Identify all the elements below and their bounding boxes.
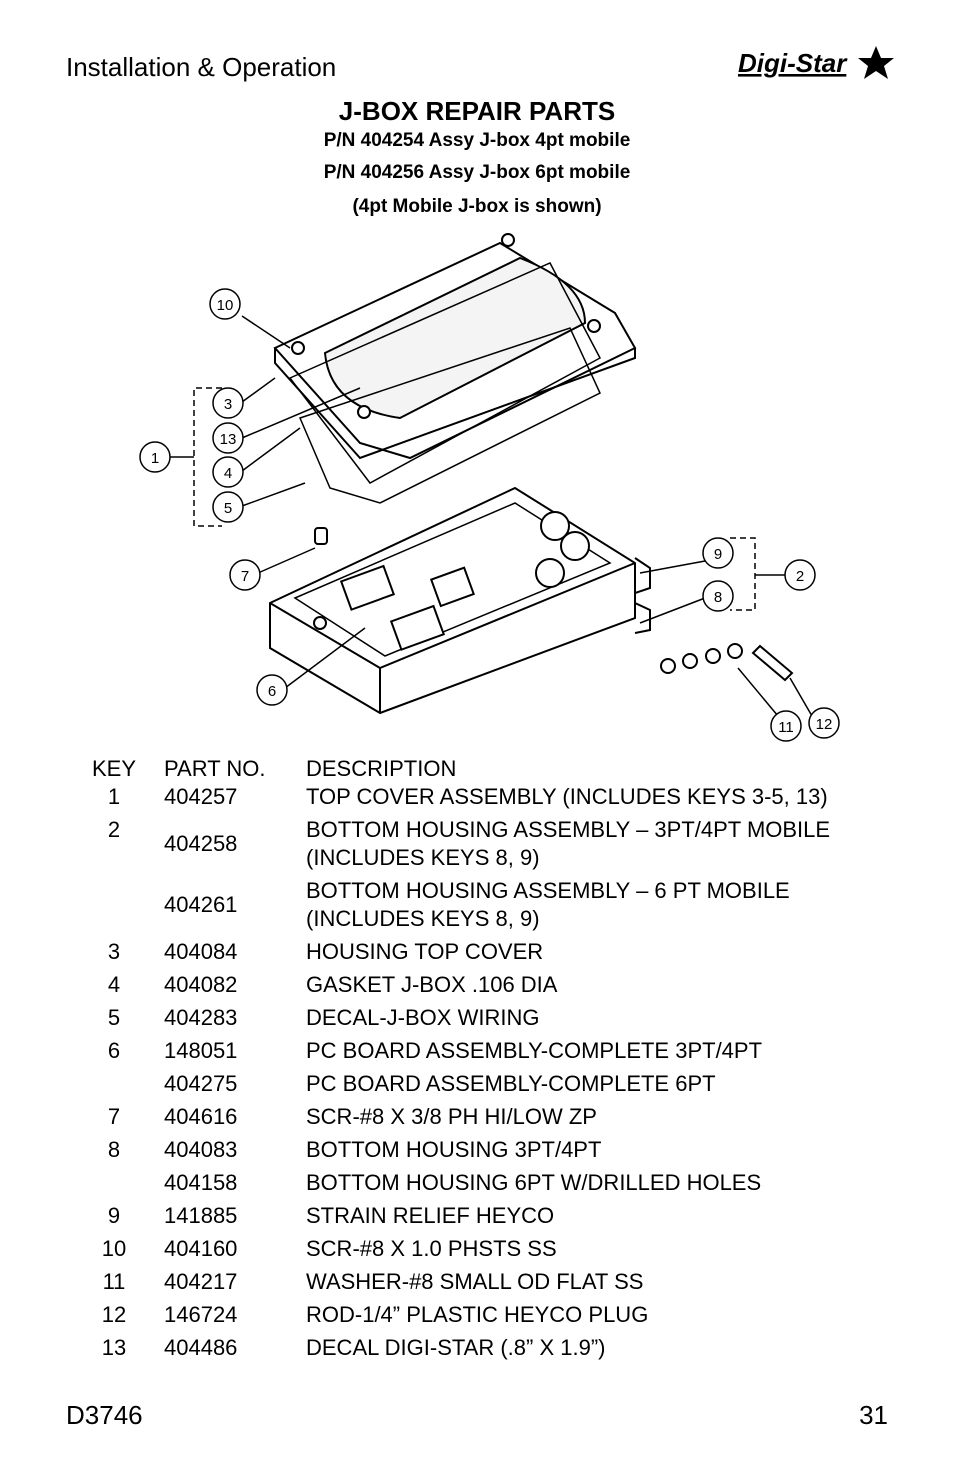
- table-row: 11 404217 WASHER-#8 SMALL OD FLAT SS: [102, 1269, 644, 1294]
- svg-text:4: 4: [224, 465, 232, 482]
- table-row: 404158 BOTTOM HOUSING 6PT W/DRILLED HOLE…: [164, 1170, 762, 1195]
- header-key: KEY: [91, 756, 137, 781]
- svg-text:13: 13: [220, 431, 237, 448]
- svg-text:1: 1: [151, 450, 159, 467]
- svg-text:2: 2: [796, 568, 804, 585]
- table-row: 10 404160 SCR-#8 X 1.0 PHSTS SS: [101, 1236, 557, 1261]
- svg-text:5: 5: [224, 500, 232, 517]
- table-row: 9 141885 STRAIN RELIEF HEYCO: [107, 1203, 555, 1228]
- digi-star-logo: Digi-Star: [738, 46, 894, 79]
- table-row: 6 148051 PC BOARD ASSEMBLY-COMPLETE 3PT/…: [107, 1038, 763, 1063]
- table-row: 7 404616 SCR-#8 X 3/8 PH HI/LOW ZP: [107, 1104, 597, 1129]
- svg-text:9: 9: [714, 546, 722, 563]
- svg-text:12: 12: [816, 716, 833, 733]
- jbox-exploded-diagram: 10 3 13 4 5 1 7 6 9 8 2 11 12: [139, 233, 840, 742]
- star-icon: [858, 46, 894, 79]
- svg-text:10: 10: [217, 297, 234, 314]
- header-part-no: PART NO.: [164, 756, 266, 781]
- subtitle-shown-note: (4pt Mobile J-box is shown): [352, 196, 602, 217]
- svg-text:8: 8: [714, 589, 722, 606]
- table-row: 3 404084 HOUSING TOP COVER: [107, 939, 544, 964]
- bottom-housing-drawing: [269, 486, 651, 715]
- table-row: 2 404258 BOTTOM HOUSING ASSEMBLY – 3PT/4…: [107, 817, 831, 870]
- parts-table: KEY PART NO. DESCRIPTION 1 404257 TOP CO…: [84, 755, 906, 1367]
- logo-text: Digi-Star: [738, 48, 848, 78]
- top-cover-drawing: [273, 233, 637, 504]
- svg-text:7: 7: [241, 568, 249, 585]
- header-description: DESCRIPTION: [306, 756, 457, 781]
- table-row: 404261 BOTTOM HOUSING ASSEMBLY – 6 PT MO…: [164, 878, 790, 931]
- page-title: J-BOX REPAIR PARTS: [338, 96, 616, 126]
- table-row: 5 404283 DECAL-J-BOX WIRING: [107, 1005, 540, 1030]
- section-header: Installation & Operation: [66, 52, 337, 82]
- svg-text:3: 3: [224, 396, 232, 413]
- callout-labels: 10 3 13 4 5 1 7 6 9 8 2 11 12: [139, 288, 840, 742]
- table-row: 404275 PC BOARD ASSEMBLY-COMPLETE 6PT: [164, 1071, 716, 1096]
- subtitle-6pt: P/N 404256 Assy J-box 6pt mobile: [323, 162, 631, 183]
- page-number: 31: [859, 1400, 888, 1430]
- table-row: 12 146724 ROD-1/4” PLASTIC HEYCO PLUG: [101, 1302, 649, 1327]
- table-row: 8 404083 BOTTOM HOUSING 3PT/4PT: [107, 1137, 602, 1162]
- svg-text:6: 6: [268, 683, 276, 700]
- table-row: 13 404486 DECAL DIGI-STAR (.8” X 1.9”): [101, 1335, 606, 1360]
- table-row: 1 404257 TOP COVER ASSEMBLY (INCLUDES KE…: [107, 784, 828, 809]
- table-row: 4 404082 GASKET J-BOX .106 DIA: [107, 972, 558, 997]
- document-number: D3746: [66, 1400, 143, 1430]
- table-header-row: KEY PART NO. DESCRIPTION: [84, 755, 906, 783]
- svg-text:11: 11: [778, 719, 794, 736]
- subtitle-4pt: P/N 404254 Assy J-box 4pt mobile: [323, 130, 631, 151]
